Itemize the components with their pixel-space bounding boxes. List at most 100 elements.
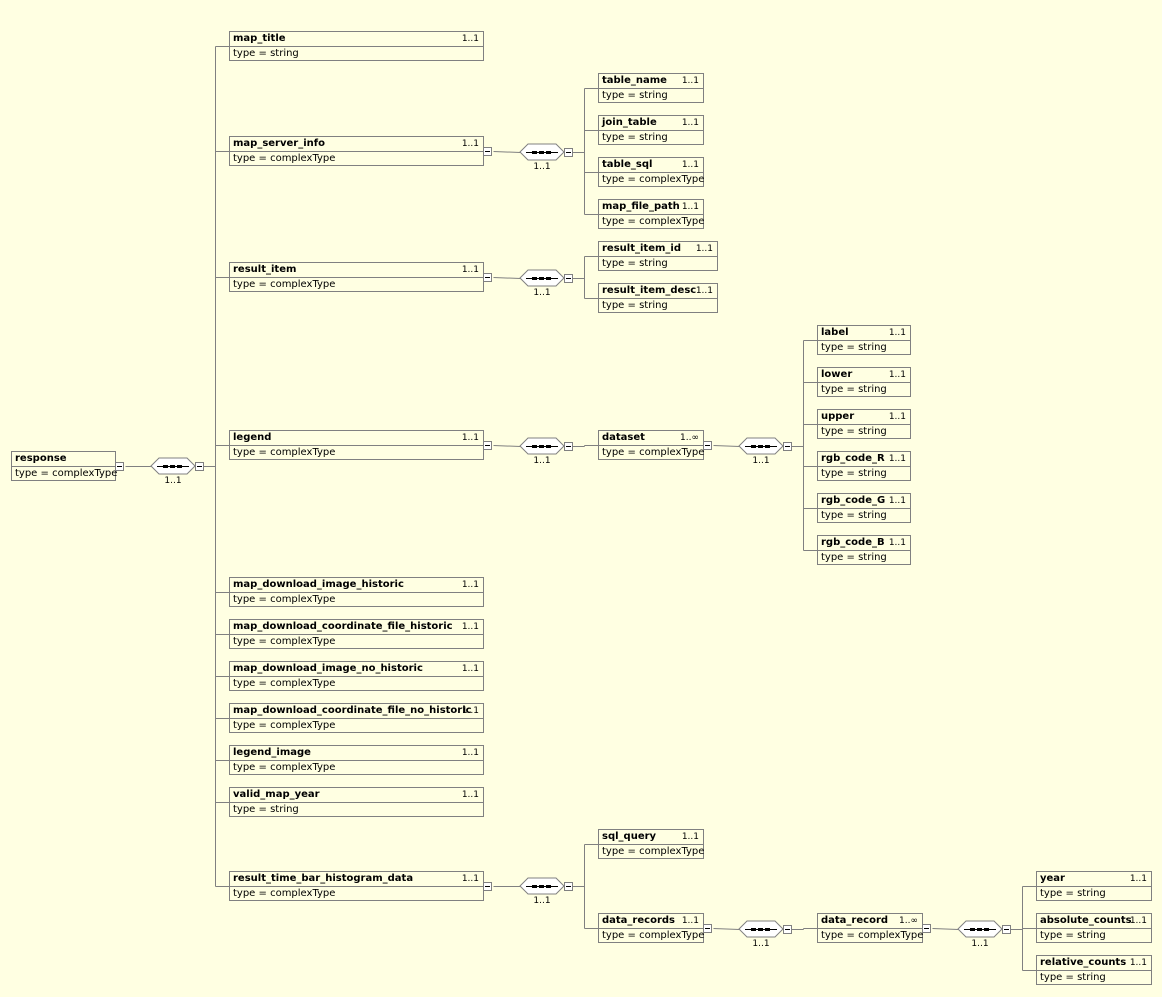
- expand-toggle-icon[interactable]: [922, 924, 931, 933]
- expand-toggle-icon[interactable]: [703, 441, 712, 450]
- element-cardinality: 1..1: [461, 874, 479, 884]
- element-type-row: type = string: [230, 47, 483, 61]
- collapse-toggle-icon[interactable]: [564, 274, 573, 283]
- expand-toggle-icon[interactable]: [483, 273, 492, 282]
- sequence-compositor-dataset[interactable]: [738, 437, 784, 455]
- expand-toggle-icon[interactable]: [703, 924, 712, 933]
- sequence-compositor-result-item[interactable]: [519, 269, 565, 287]
- element-type: type = complexType: [233, 888, 336, 899]
- element-name: label: [821, 327, 849, 338]
- element-type: type = complexType: [602, 174, 705, 185]
- sequence-compositor-map-server-info[interactable]: [519, 143, 565, 161]
- element-name: legend: [233, 432, 272, 443]
- element-type: type = complexType: [602, 930, 705, 941]
- element-type: type = complexType: [233, 762, 336, 773]
- collapse-toggle-icon[interactable]: [564, 882, 573, 891]
- element-data-records[interactable]: data_records 1..1 type = complexType: [598, 913, 704, 943]
- expand-toggle-icon[interactable]: [483, 882, 492, 891]
- element-result-time-bar-histogram-data[interactable]: result_time_bar_histogram_data 1..1 type =…: [229, 871, 484, 901]
- collapse-toggle-icon[interactable]: [1002, 925, 1011, 934]
- element-name: data_records: [602, 915, 675, 926]
- element-type: type = complexType: [821, 930, 924, 941]
- element-type: type = string: [602, 90, 668, 101]
- element-type: type = string: [602, 132, 668, 143]
- sequence-cardinality: 1..1: [164, 476, 182, 486]
- element-type: type = complexType: [233, 279, 336, 290]
- element-name: map_title: [233, 33, 286, 44]
- element-name: result_time_bar_histogram_data: [233, 873, 414, 884]
- element-type-row: type = complexType: [230, 677, 483, 691]
- element-map-download-coordinate-file-no-historic[interactable]: map_download_coordinate_file_no_historic…: [229, 703, 484, 733]
- collapse-toggle-icon[interactable]: [564, 148, 573, 157]
- sequence-compositor-data-records[interactable]: [738, 920, 784, 938]
- element-type: type = complexType: [233, 447, 336, 458]
- element-name: table_name: [602, 75, 667, 86]
- element-cardinality: 1..1: [681, 832, 699, 842]
- sequence-icon: [526, 151, 558, 154]
- element-type-row: type = complexType: [230, 719, 483, 733]
- element-name: rgb_code_B: [821, 537, 885, 548]
- sequence-compositor-response[interactable]: [150, 457, 196, 475]
- sequence-cardinality: 1..1: [533, 896, 551, 906]
- element-cardinality: 1..∞: [899, 916, 918, 926]
- sequence-cardinality: 1..1: [752, 939, 770, 949]
- element-type: type = string: [1040, 888, 1106, 899]
- collapse-toggle-icon[interactable]: [564, 442, 573, 451]
- expand-toggle-icon[interactable]: [483, 441, 492, 450]
- element-type: type = complexType: [233, 678, 336, 689]
- element-name: dataset: [602, 432, 645, 443]
- element-name: result_item_desc: [602, 285, 697, 296]
- element-type: type = complexType: [233, 636, 336, 647]
- sequence-compositor-data-record[interactable]: [957, 920, 1003, 938]
- collapse-toggle-icon[interactable]: [783, 442, 792, 451]
- sequence-cardinality: 1..1: [533, 456, 551, 466]
- element-cardinality: 1..1: [681, 916, 699, 926]
- element-cardinality: 1..1: [888, 370, 906, 380]
- collapse-toggle-icon[interactable]: [195, 462, 204, 471]
- sequence-compositor-histogram[interactable]: [519, 877, 565, 895]
- expand-toggle-icon[interactable]: [115, 462, 124, 471]
- sequence-compositor-legend[interactable]: [519, 437, 565, 455]
- collapse-toggle-icon[interactable]: [783, 925, 792, 934]
- element-cardinality: 1..1: [461, 265, 479, 275]
- element-type-row: type = complexType: [599, 929, 705, 943]
- expand-toggle-icon[interactable]: [483, 147, 492, 156]
- element-type: type = string: [821, 426, 887, 437]
- element-cardinality: 1..1: [1129, 916, 1147, 926]
